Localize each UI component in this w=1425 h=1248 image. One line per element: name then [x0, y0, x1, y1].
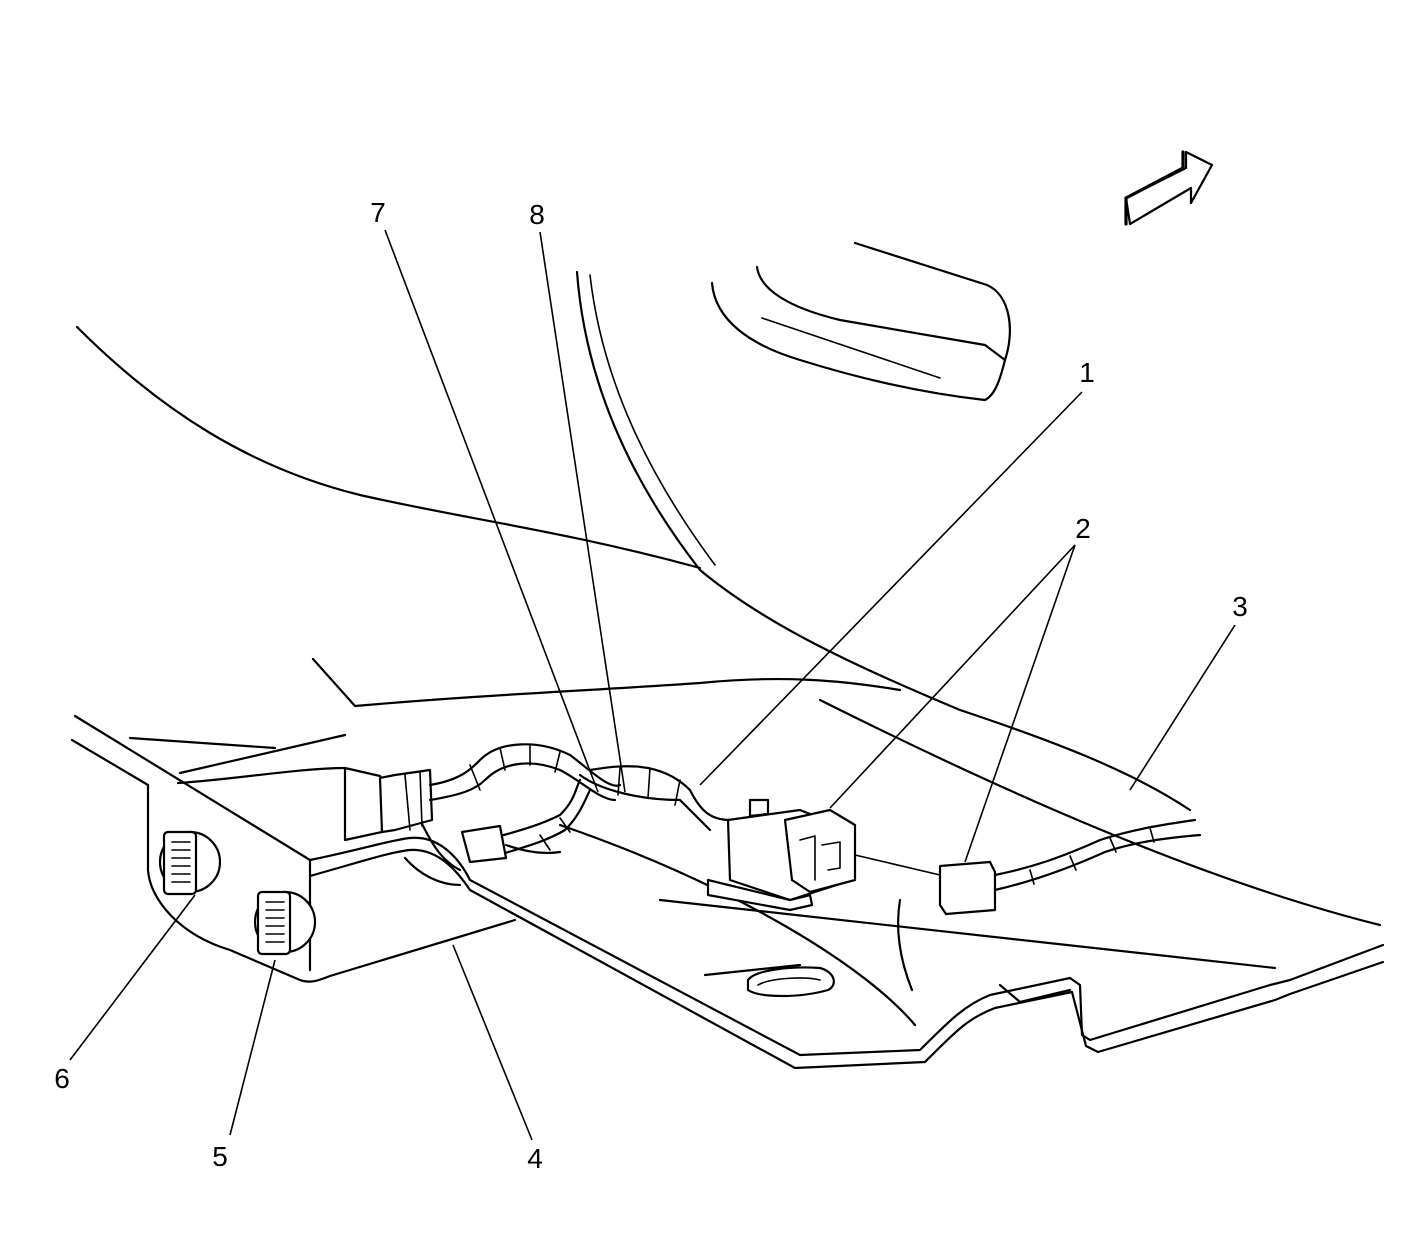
electronic-module — [146, 766, 517, 983]
harness-branch — [343, 743, 732, 864]
callout-6: 6 — [54, 1063, 70, 1094]
mounting-bracket-panel — [70, 698, 1385, 1070]
harness-connector-2 — [854, 818, 1202, 916]
harness-connector-1 — [706, 798, 857, 912]
callout-8: 8 — [529, 199, 545, 230]
callout-4: 4 — [527, 1143, 543, 1174]
callout-7: 7 — [370, 197, 386, 228]
callout-3: 3 — [1232, 591, 1248, 622]
module-connector-5 — [253, 890, 317, 956]
leader-lines — [69, 229, 1236, 1141]
callout-1: 1 — [1079, 357, 1095, 388]
front-direction-arrow-icon — [1124, 150, 1214, 226]
callout-2: 2 — [1075, 513, 1091, 544]
callout-5: 5 — [212, 1141, 228, 1172]
connector-terminal-icon — [783, 808, 857, 894]
callouts: 1 2 3 4 5 6 7 8 — [54, 197, 1248, 1174]
body-panel-outline — [75, 241, 1192, 812]
module-connector-6 — [158, 830, 222, 896]
